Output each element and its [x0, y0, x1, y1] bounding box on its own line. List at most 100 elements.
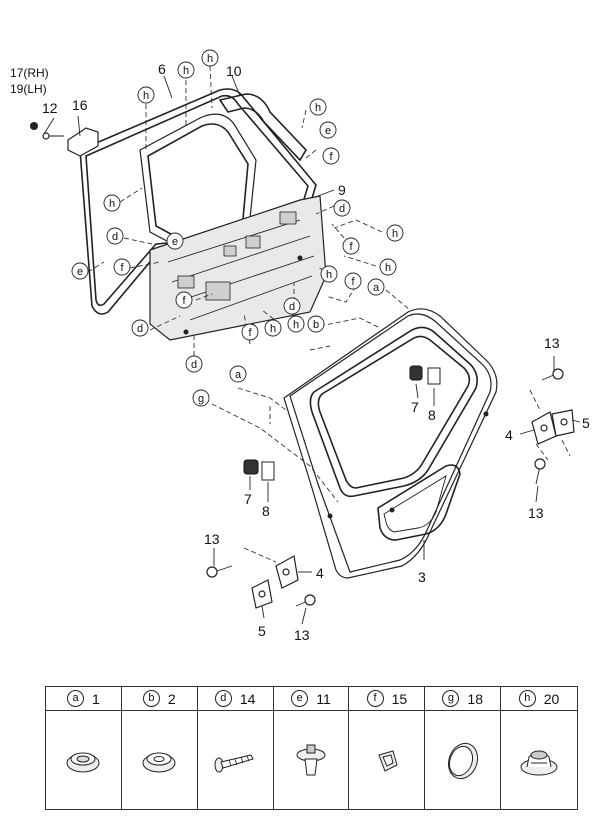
legend-code-d: d [214, 690, 232, 707]
legend-drawing-plug-18 [425, 711, 502, 809]
bubble-h: h [386, 224, 404, 242]
bubble-h: h [264, 319, 282, 337]
bubble-f: f [113, 258, 131, 276]
callout-7: 7 [244, 491, 252, 507]
legend-header-e: e 11 [273, 687, 350, 711]
bubble-g: g [192, 389, 210, 407]
svg-text:h: h [392, 228, 398, 240]
pad-part-8-lower [261, 461, 275, 481]
svg-text:e: e [325, 125, 331, 137]
bubble-f: f [241, 323, 259, 341]
legend-code-a: a [67, 690, 85, 707]
callout-16: 16 [72, 97, 88, 113]
molding-part-10 [218, 93, 307, 162]
bubble-e: e [71, 262, 89, 280]
svg-text:f: f [349, 241, 353, 253]
svg-text:h: h [143, 90, 149, 102]
bubble-f: f [175, 291, 193, 309]
svg-text:h: h [183, 65, 189, 77]
bumper-stopper-part-7-upper [409, 365, 423, 381]
bubble-h: h [309, 98, 327, 116]
svg-text:a: a [373, 282, 380, 294]
grommet-icon [66, 752, 100, 773]
svg-text:e: e [77, 266, 83, 278]
svg-text:g: g [198, 393, 204, 405]
callout-13: 13 [294, 627, 310, 643]
svg-text:f: f [182, 295, 186, 307]
trim-panel-part-9 [149, 195, 327, 341]
bubble-h: h [287, 315, 305, 333]
bubble-d: d [106, 227, 124, 245]
svg-text:e: e [172, 236, 178, 248]
bubble-f: f [322, 147, 340, 165]
svg-text:h: h [293, 319, 299, 331]
legend-drawing-grommet-1 [46, 711, 122, 809]
legend-header-f: f 15 [349, 687, 426, 711]
bubble-h: h [177, 61, 195, 79]
svg-text:d: d [137, 323, 143, 335]
grommet-icon [520, 750, 558, 776]
legend-code-e: e [291, 690, 309, 707]
hinge-left-part-4-5 [251, 555, 299, 609]
callout-6: 6 [158, 61, 166, 77]
legend-part-15: 15 [391, 690, 408, 707]
callout-10: 10 [226, 63, 242, 79]
clip-icon [296, 744, 326, 776]
bubble-d: d [131, 319, 149, 337]
legend-code-f: f [366, 690, 384, 707]
bubble-a: a [229, 365, 247, 383]
bubble-d: d [185, 355, 203, 373]
svg-text:h: h [207, 53, 213, 65]
callout-19-lh: 19(LH) [10, 82, 47, 96]
callout-12: 12 [42, 100, 58, 116]
svg-text:b: b [313, 319, 319, 331]
callout-13: 13 [544, 335, 560, 351]
bubble-d: d [283, 297, 301, 315]
callout-8: 8 [428, 407, 436, 423]
svg-text:f: f [248, 327, 252, 339]
bubble-h: h [379, 258, 397, 276]
bubble-b: b [307, 315, 325, 333]
callout-3: 3 [418, 569, 426, 585]
screw-icon [214, 754, 254, 773]
legend-header-b: b 2 [121, 687, 198, 711]
bumper-stopper-part-7-lower [243, 459, 259, 475]
legend-header-d: d 14 [197, 687, 274, 711]
legend-header-h: h 20 [501, 687, 577, 711]
bubble-h: h [320, 265, 338, 283]
svg-text:d: d [191, 359, 197, 371]
leader-lines [43, 75, 581, 625]
bubble-e: e [166, 232, 184, 250]
bracket-part-16 [67, 127, 99, 157]
tailgate-panel-part-3 [283, 308, 498, 579]
bolt-part-13-left-bottom [295, 594, 316, 607]
bubble-h: h [137, 86, 155, 104]
legend-code-b: b [142, 690, 160, 707]
callout-4: 4 [316, 565, 324, 581]
bubble-a: a [367, 278, 385, 296]
svg-text:d: d [112, 231, 118, 243]
legend-part-18: 18 [467, 690, 483, 707]
part-number-callouts: 17(RH) 19(LH) 12 16 6 10 9 13 4 5 7 8 13… [10, 61, 590, 643]
legend-part-11: 11 [316, 690, 331, 707]
svg-text:f: f [329, 151, 333, 163]
legend-drawing-grommet-2 [122, 711, 198, 809]
bubble-f: f [344, 272, 362, 290]
callout-13: 13 [528, 505, 544, 521]
legend-code-h: h [518, 690, 536, 707]
callout-17-rh: 17(RH) [10, 66, 49, 80]
code-bubbles: h h h h e f h d h d e f f h e h f a f d … [71, 49, 404, 407]
legend-header-a: a 1 [46, 687, 122, 711]
svg-text:h: h [109, 198, 115, 210]
legend-part-14: 14 [239, 690, 256, 707]
callout-4: 4 [505, 427, 513, 443]
callout-8: 8 [262, 503, 270, 519]
dashed-guide-lines [87, 65, 571, 563]
svg-text:h: h [385, 262, 391, 274]
legend-code-g: g [442, 690, 460, 707]
svg-text:h: h [270, 323, 276, 335]
legend-drawing-clip-11 [274, 711, 350, 809]
screw-part-12 [42, 132, 64, 140]
svg-text:f: f [120, 262, 124, 274]
